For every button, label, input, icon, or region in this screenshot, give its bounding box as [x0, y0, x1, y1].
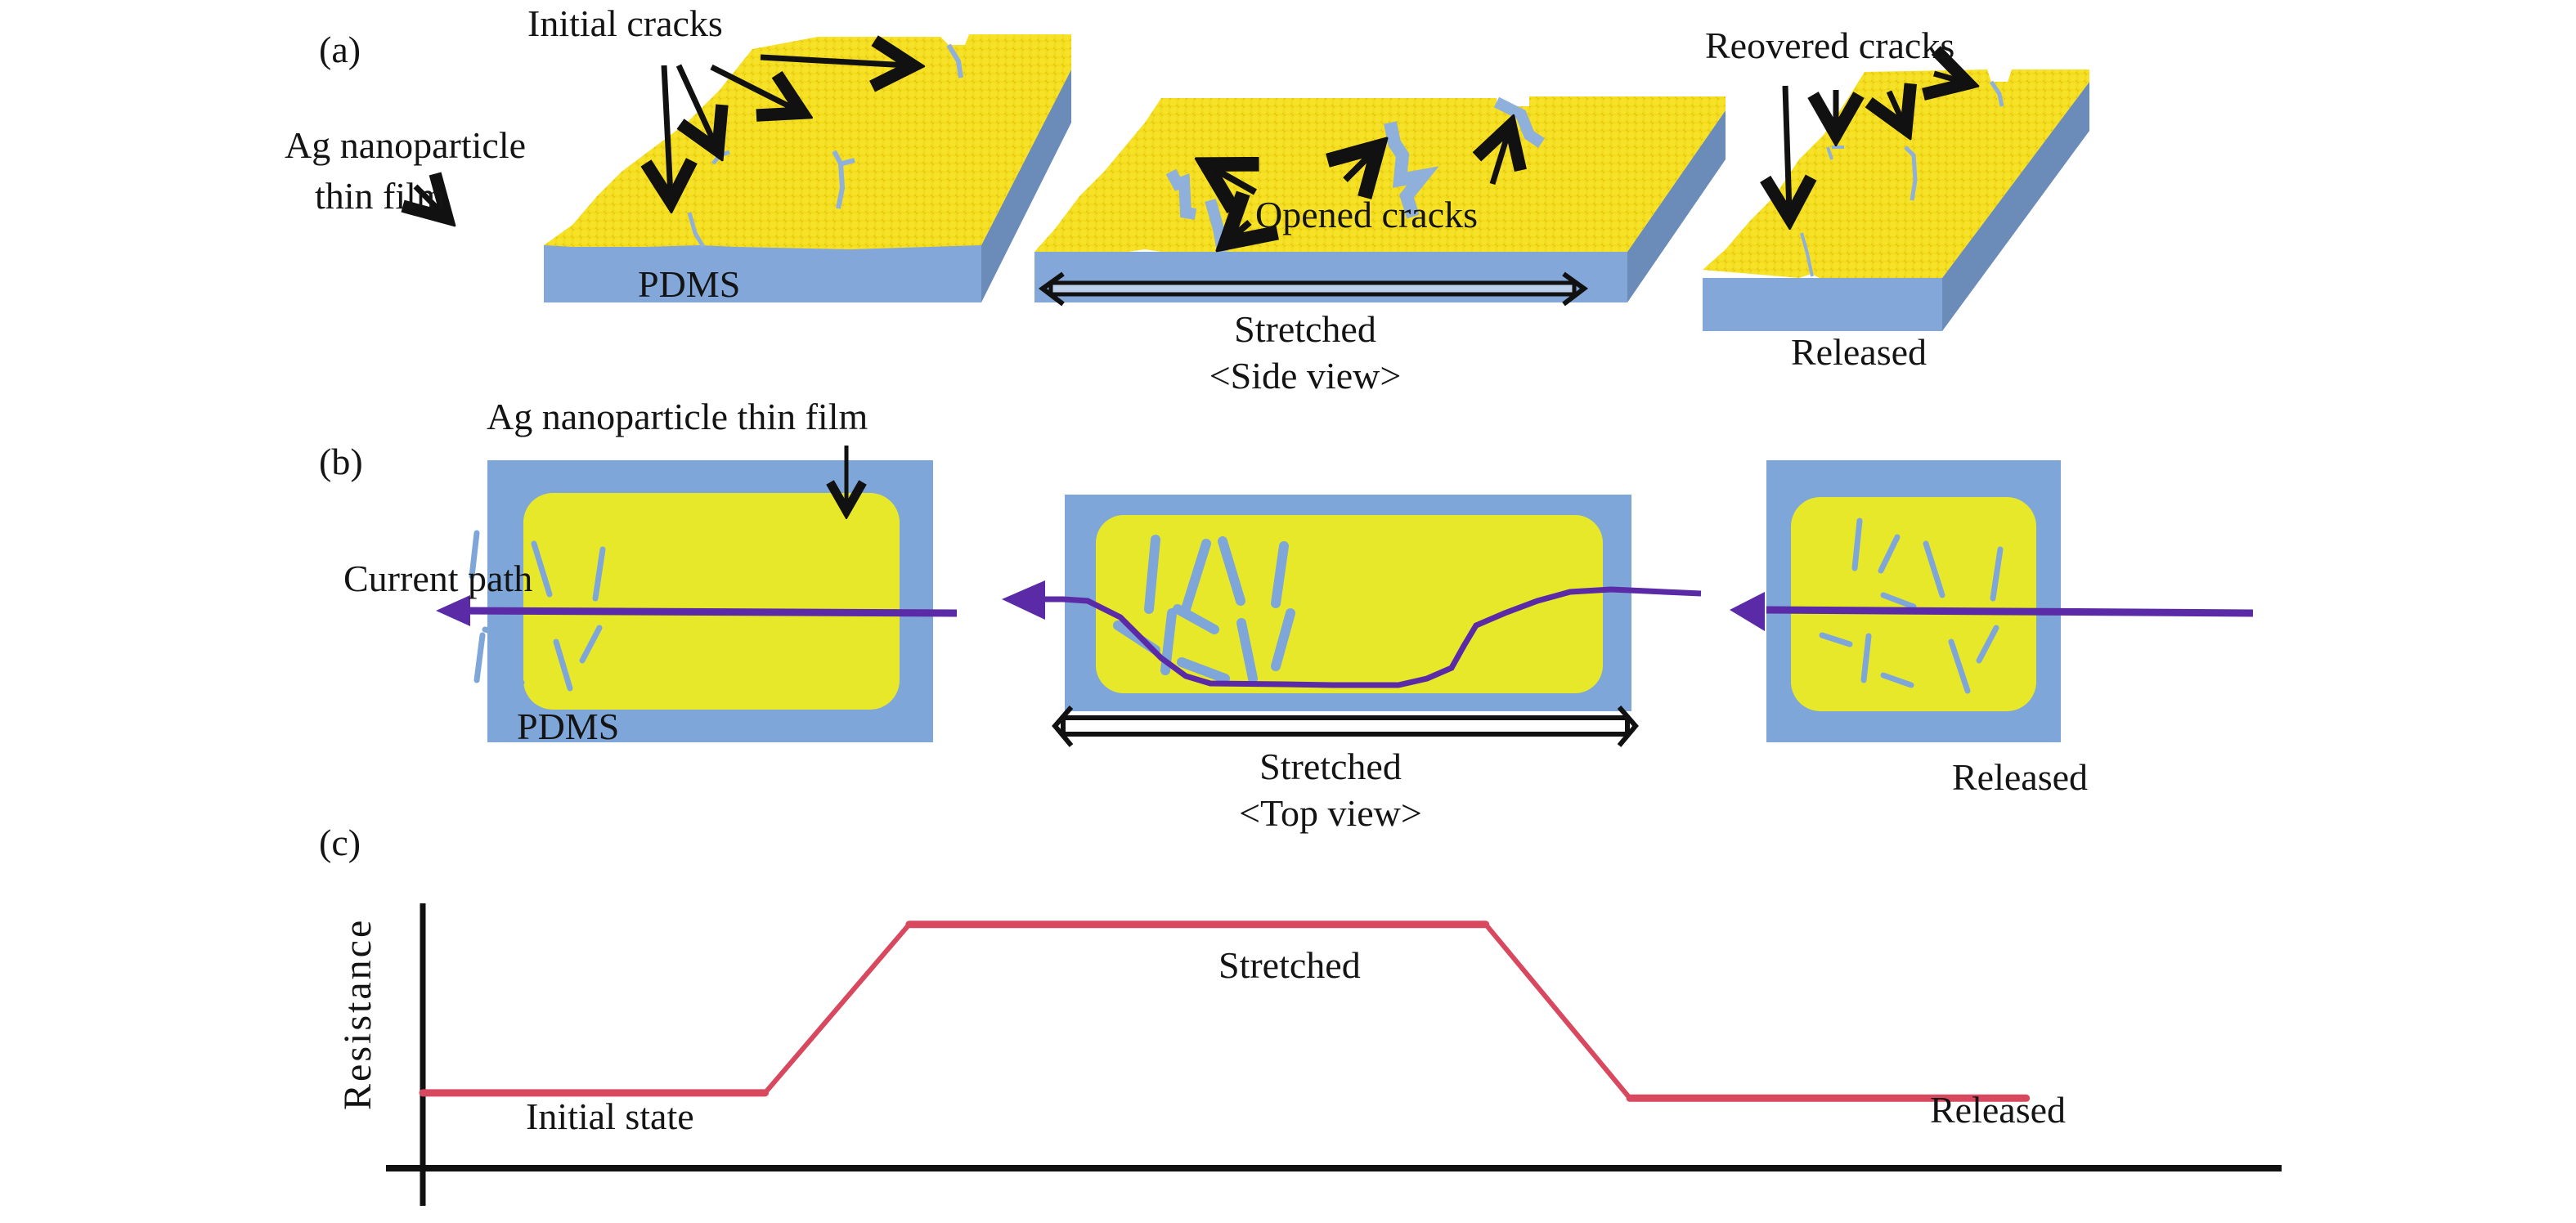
slab-released	[1703, 69, 2089, 331]
arrow-recovered-4	[1934, 74, 1963, 82]
pdms-side-face	[1942, 82, 2089, 331]
resistance-point	[2023, 1095, 2029, 1101]
caption-released-top: Released	[1951, 756, 2089, 798]
annotation-initial-state: Initial state	[526, 1095, 694, 1137]
current-arrowhead-released	[1730, 592, 1765, 631]
current-path-released	[1766, 606, 2254, 617]
label-top-view: <Top view>	[1239, 792, 1422, 834]
crack	[687, 212, 706, 249]
microcracks	[469, 530, 606, 692]
annotation-released: Released	[1930, 1089, 2067, 1131]
arrow-initial-crack-3	[710, 64, 797, 110]
label-pdms-top: PDMS	[517, 706, 620, 747]
ag-film	[1096, 515, 1603, 693]
label-ag-film-line1: Ag nanoparticle	[285, 124, 527, 166]
resistance-point	[906, 921, 912, 927]
arrow-opened-4	[1492, 131, 1509, 186]
stretch-double-arrow-top	[1052, 706, 1639, 747]
topview-stretched	[1052, 495, 1639, 747]
label-initial-cracks: Initial cracks	[527, 2, 723, 44]
resistance-point	[762, 1090, 768, 1095]
resistance-chart	[386, 903, 2282, 1206]
resistance-point	[420, 1090, 425, 1095]
panel-tag-c: (c)	[319, 822, 361, 863]
annotation-stretched: Stretched	[1218, 944, 1361, 986]
stretch-double-arrow-side	[1038, 271, 1589, 307]
arrow-film	[415, 186, 443, 214]
arrow-initial-crack-1	[664, 65, 671, 196]
arrow-recovered-3	[1889, 92, 1904, 124]
slab-stretched	[1034, 96, 1726, 307]
panel-tag-a: (a)	[319, 29, 361, 70]
resistance-segment	[1483, 921, 1633, 1101]
y-axis-label: Resistance	[336, 917, 379, 1110]
crack-opened	[1165, 168, 1197, 220]
arrow-initial-crack-4	[760, 57, 908, 65]
arrow-opened-3	[1345, 151, 1374, 180]
crack-opened	[1384, 121, 1439, 219]
arrow-opened-1	[1212, 168, 1255, 192]
arrow-recovered-1	[1785, 85, 1789, 213]
current-path-initial	[436, 595, 958, 626]
pdms-front-face	[544, 245, 981, 302]
resistance-point	[1483, 921, 1488, 927]
slab-initial	[415, 34, 1071, 302]
pdms-side-face	[981, 69, 1071, 302]
current-arrowhead	[436, 595, 470, 626]
label-ag-film-top: Ag nanoparticle thin film	[487, 396, 868, 437]
caption-stretched-side: Stretched	[1234, 308, 1376, 350]
resistance-segment	[762, 921, 912, 1095]
label-side-view: <Side view>	[1209, 355, 1402, 396]
crack	[946, 43, 963, 78]
arrow-opened-2	[1231, 222, 1250, 239]
panel-tag-b: (b)	[319, 441, 363, 482]
topview-released	[1766, 460, 2061, 742]
label-current-path: Current path	[343, 558, 533, 599]
current-arrowhead	[1002, 580, 1045, 620]
topview-initial	[469, 446, 933, 742]
caption-stretched-top: Stretched	[1259, 746, 1402, 787]
microcracks	[1819, 517, 2004, 694]
resistance-point	[1627, 1095, 1633, 1101]
label-ag-film-line2: thin film	[315, 175, 446, 217]
label-pdms-side: PDMS	[638, 263, 741, 305]
pdms-side-face	[1627, 110, 1726, 302]
crack-recovered	[1800, 232, 1814, 277]
ag-film	[523, 493, 900, 710]
pdms-front-face	[1703, 278, 1942, 331]
label-recovered-cracks: Reovered cracks	[1705, 25, 1955, 66]
crack-recovered	[1904, 146, 1918, 201]
caption-released-side: Released	[1791, 331, 1928, 373]
crack	[832, 150, 855, 209]
label-opened-cracks: Opened cracks	[1255, 194, 1479, 235]
ag-film-top	[544, 34, 1071, 249]
crack-recovered	[1826, 146, 1844, 160]
current-path-stretched	[1002, 580, 1702, 688]
crack-recovered	[1989, 80, 2004, 107]
arrow-initial-crack-2	[675, 64, 716, 146]
